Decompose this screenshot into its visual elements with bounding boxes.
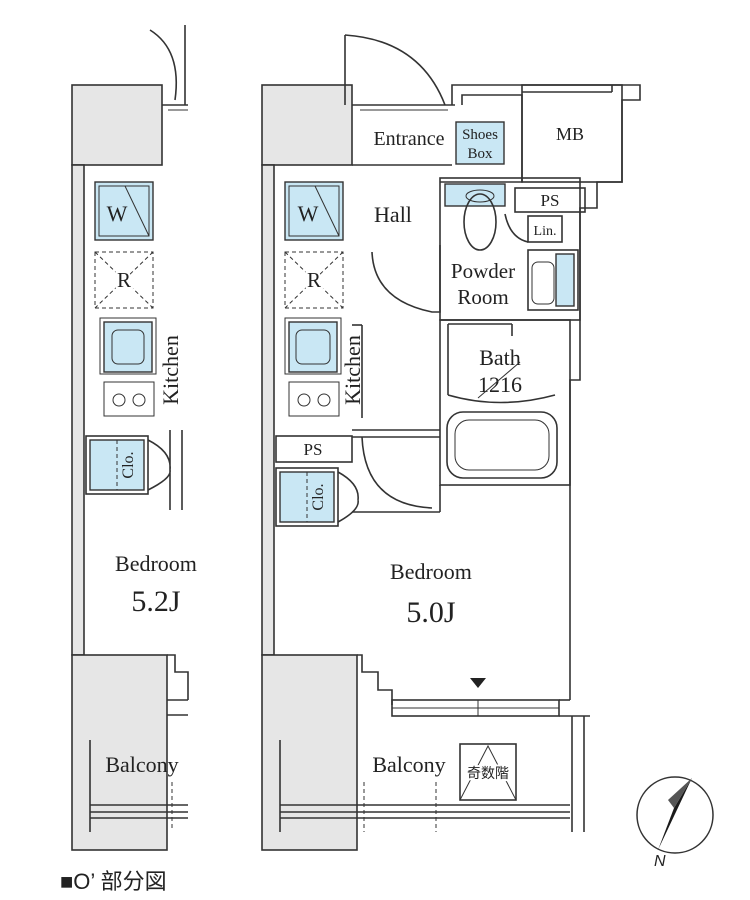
main-closet-door — [337, 471, 359, 523]
left-sink — [99, 317, 157, 375]
powder-room-label-2: Room — [457, 285, 508, 309]
shoes-box-label-1: Shoes — [462, 127, 498, 143]
left-balcony-label: Balcony — [105, 752, 178, 777]
left-closet-label: Clo. — [120, 451, 137, 478]
compass-ring — [636, 776, 714, 854]
main-unit: MB Entrance Shoes Box PS Lin. Hall Powde… — [261, 34, 641, 851]
main-bedroom-size: 5.0J — [406, 596, 456, 629]
main-washer-box — [284, 181, 344, 241]
main-closet-label: Clo. — [310, 483, 327, 510]
bath-size-label: 1216 — [478, 372, 522, 397]
compass: N — [636, 776, 714, 870]
ps-top-label: PS — [541, 191, 560, 210]
left-washer-box — [94, 181, 154, 241]
ps-mid-box — [275, 435, 353, 463]
shoes-box — [455, 121, 505, 165]
powder-room-door — [371, 245, 441, 313]
main-balcony-label: Balcony — [372, 752, 445, 777]
main-stove — [288, 381, 340, 417]
emergency-ladder-label: 奇数階 — [467, 765, 509, 782]
left-washer-label: W — [107, 201, 128, 226]
left-closet-door — [147, 430, 171, 510]
linen-box — [527, 215, 563, 243]
main-wall-block-top — [261, 84, 353, 166]
bathtub — [446, 411, 558, 479]
main-sink — [284, 317, 342, 375]
main-kitchen-label: Kitchen — [340, 335, 365, 405]
shoes-box-label-2: Box — [467, 146, 493, 162]
left-bedroom-label: Bedroom — [115, 551, 197, 576]
left-closet — [85, 435, 149, 495]
mb-room — [521, 84, 623, 183]
linen-door — [504, 213, 529, 243]
left-fridge-label: R — [117, 268, 131, 292]
left-bedroom-size: 5.2J — [131, 585, 181, 618]
bath-room — [439, 319, 571, 486]
left-entrance-door — [149, 25, 186, 105]
main-wall-west — [261, 164, 275, 656]
hall-label: Hall — [374, 202, 412, 227]
emergency-ladder-box — [459, 743, 517, 801]
left-fridge-box — [94, 251, 154, 309]
main-wall-block-bottom — [261, 654, 358, 851]
main-wall-step — [357, 654, 393, 705]
ps-mid-label: PS — [304, 440, 323, 459]
vanity — [527, 249, 579, 311]
mb-label: MB — [556, 124, 584, 144]
window-marker — [470, 678, 486, 688]
main-closet — [275, 467, 339, 527]
linen-label: Lin. — [534, 224, 557, 239]
left-wall-step — [167, 654, 189, 716]
main-washer-label: W — [298, 201, 319, 226]
bath-label: Bath — [479, 345, 521, 370]
bath-curve — [447, 394, 556, 404]
ps-top-box — [514, 187, 586, 213]
left-unit: W R Kitchen Clo. Bedroom 5.2J Balcony — [71, 25, 197, 851]
left-wall-block-top — [71, 84, 163, 166]
main-fridge-label: R — [307, 268, 321, 292]
entrance-label: Entrance — [373, 128, 444, 150]
compass-label: N — [654, 853, 666, 870]
plan-caption: ■O’ 部分図 — [60, 869, 167, 894]
main-fridge-box — [284, 251, 344, 309]
left-stove — [103, 381, 155, 417]
left-wall-west — [71, 164, 85, 656]
main-bedroom-label: Bedroom — [390, 559, 472, 584]
toilet — [463, 193, 497, 251]
left-kitchen-label: Kitchen — [158, 335, 183, 405]
compass-needle-icon — [658, 778, 692, 850]
bedroom-door — [361, 436, 433, 509]
main-entrance-door — [344, 34, 446, 106]
powder-room-label-1: Powder — [451, 259, 515, 283]
